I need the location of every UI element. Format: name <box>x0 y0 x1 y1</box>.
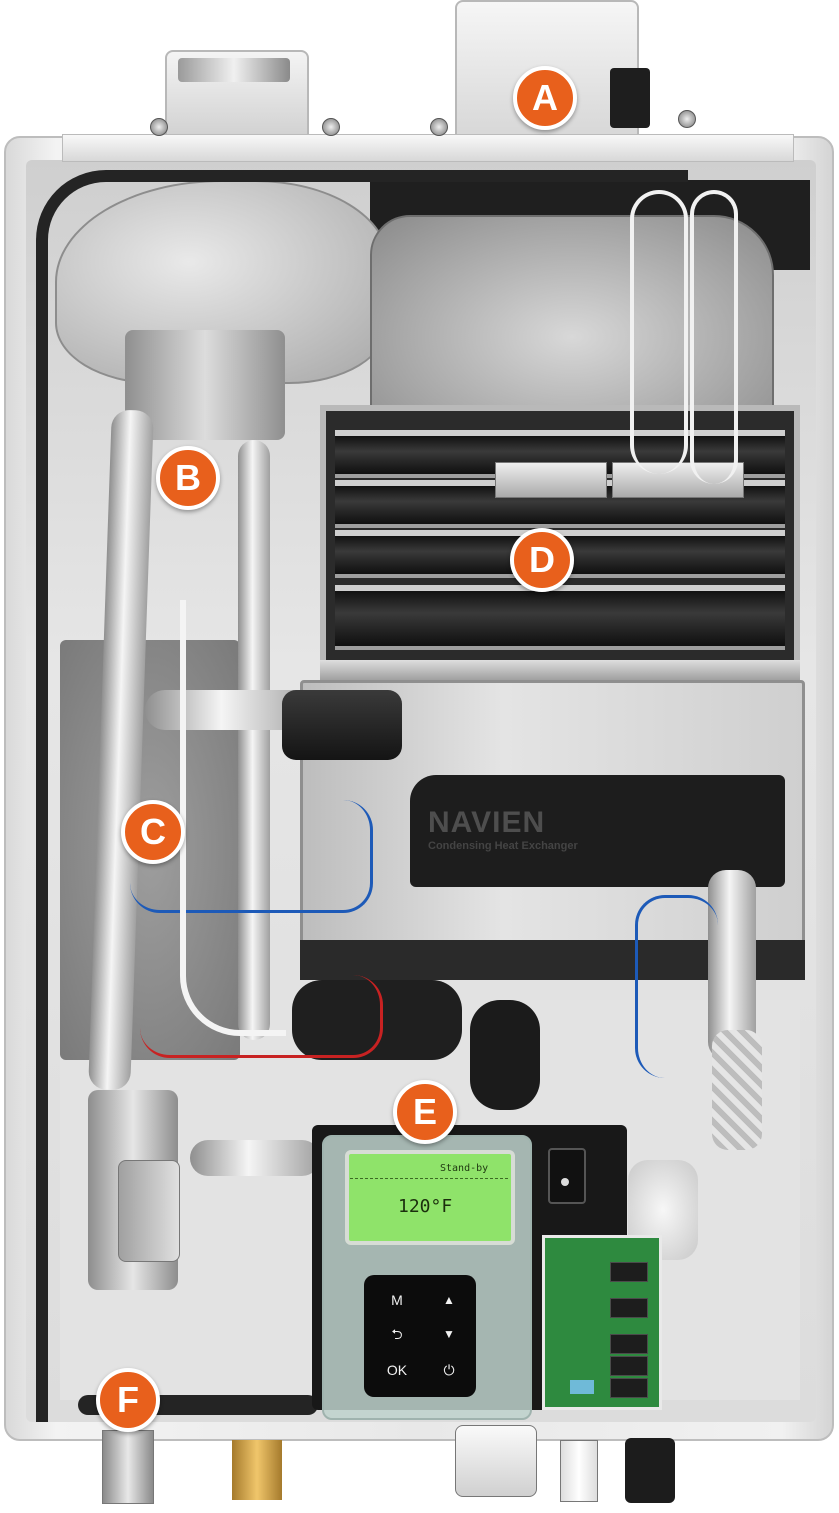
screw-icon <box>322 118 340 136</box>
mode-button[interactable]: M <box>391 1292 403 1308</box>
terminal-block <box>610 1262 648 1282</box>
screw-icon <box>150 118 168 136</box>
heat-exchanger-fin <box>335 585 785 650</box>
power-switch-indicator <box>561 1178 569 1186</box>
display-status: Stand-by <box>440 1163 489 1174</box>
exhaust-sensor-block <box>610 68 650 128</box>
ok-button[interactable]: OK <box>386 1362 408 1378</box>
burner-casting <box>370 215 774 419</box>
gas-pipe <box>190 1140 320 1176</box>
back-button[interactable]: ⮌ <box>391 1326 403 1342</box>
terminal-block <box>610 1334 648 1354</box>
hot-water-outlet-fitting <box>625 1438 675 1503</box>
insulated-hose <box>712 1030 762 1150</box>
cold-water-inlet-fitting <box>232 1440 282 1500</box>
callout-marker-b: B <box>156 446 220 510</box>
condensate-hose <box>470 1000 540 1110</box>
up-button[interactable]: ▲ <box>443 1293 455 1307</box>
gas-valve-bracket <box>118 1160 180 1262</box>
heat-exchanger-base <box>320 660 800 682</box>
outlet-pipe <box>708 870 756 1060</box>
sensor-wire <box>635 895 718 1078</box>
callout-marker-f: F <box>96 1368 160 1432</box>
display-temperature: 120°F <box>398 1196 453 1217</box>
condensate-drain-fitting <box>455 1425 537 1497</box>
screw-icon <box>430 118 448 136</box>
exchanger-bracket <box>495 462 607 498</box>
power-wire <box>140 975 383 1058</box>
sensor-wire <box>130 800 373 913</box>
callout-marker-e: E <box>393 1080 457 1144</box>
terminal-block <box>610 1298 648 1318</box>
power-switch[interactable] <box>548 1148 586 1204</box>
ignition-wire <box>690 190 738 484</box>
relief-fitting <box>560 1440 598 1502</box>
lcd-display <box>345 1150 515 1245</box>
screw-icon <box>678 110 696 128</box>
brand-badge <box>410 775 785 887</box>
callout-marker-a: A <box>513 66 577 130</box>
dip-switch[interactable] <box>570 1380 594 1394</box>
keypad: M ▲ ⮌ ▼ OK ⏻ <box>364 1275 476 1397</box>
terminal-block <box>610 1378 648 1398</box>
display-divider <box>350 1178 508 1179</box>
flame-rod-wire <box>630 190 688 474</box>
wiring-conduit <box>36 170 688 1422</box>
terminal-block <box>610 1356 648 1376</box>
brand-logo-text: NAVIEN <box>428 806 546 839</box>
water-pipe-center <box>238 440 270 1040</box>
callout-marker-d: D <box>510 528 574 592</box>
callout-marker-c: C <box>121 800 185 864</box>
power-button[interactable]: ⏻ <box>443 1362 455 1378</box>
top-rail <box>62 134 794 162</box>
down-button[interactable]: ▼ <box>443 1327 455 1341</box>
brand-subtitle: Condensing Heat Exchanger <box>428 840 578 852</box>
gas-inlet-fitting <box>102 1430 154 1504</box>
white-hose <box>180 600 286 1036</box>
intake-vent-clamp <box>178 58 290 82</box>
pipe-coupling <box>282 690 402 760</box>
